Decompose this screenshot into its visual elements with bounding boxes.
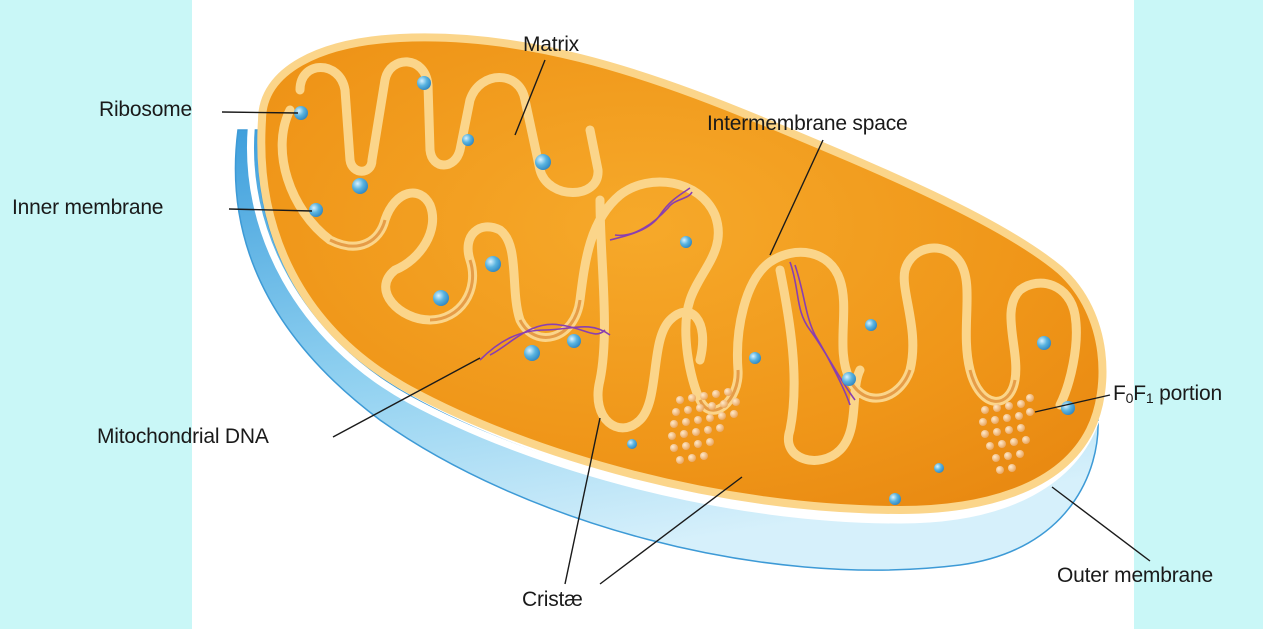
label-outer-membrane: Outer membrane	[1057, 564, 1213, 588]
label-cristae: Cristæ	[522, 588, 583, 612]
label-mitochondrial-dna: Mitochondrial DNA	[97, 425, 269, 449]
f0f1-f2: F	[1133, 382, 1146, 405]
f0f1-portion-word: portion	[1159, 382, 1222, 405]
label-f0f1-portion: F0F1 portion	[1113, 382, 1222, 406]
label-intermembrane-space: Intermembrane space	[707, 112, 907, 136]
f0f1-sub-one: 1	[1146, 390, 1154, 406]
f0f1-f: F	[1113, 382, 1126, 405]
label-inner-membrane: Inner membrane	[12, 196, 163, 220]
label-matrix: Matrix	[523, 33, 579, 57]
label-ribosome: Ribosome	[99, 98, 192, 122]
